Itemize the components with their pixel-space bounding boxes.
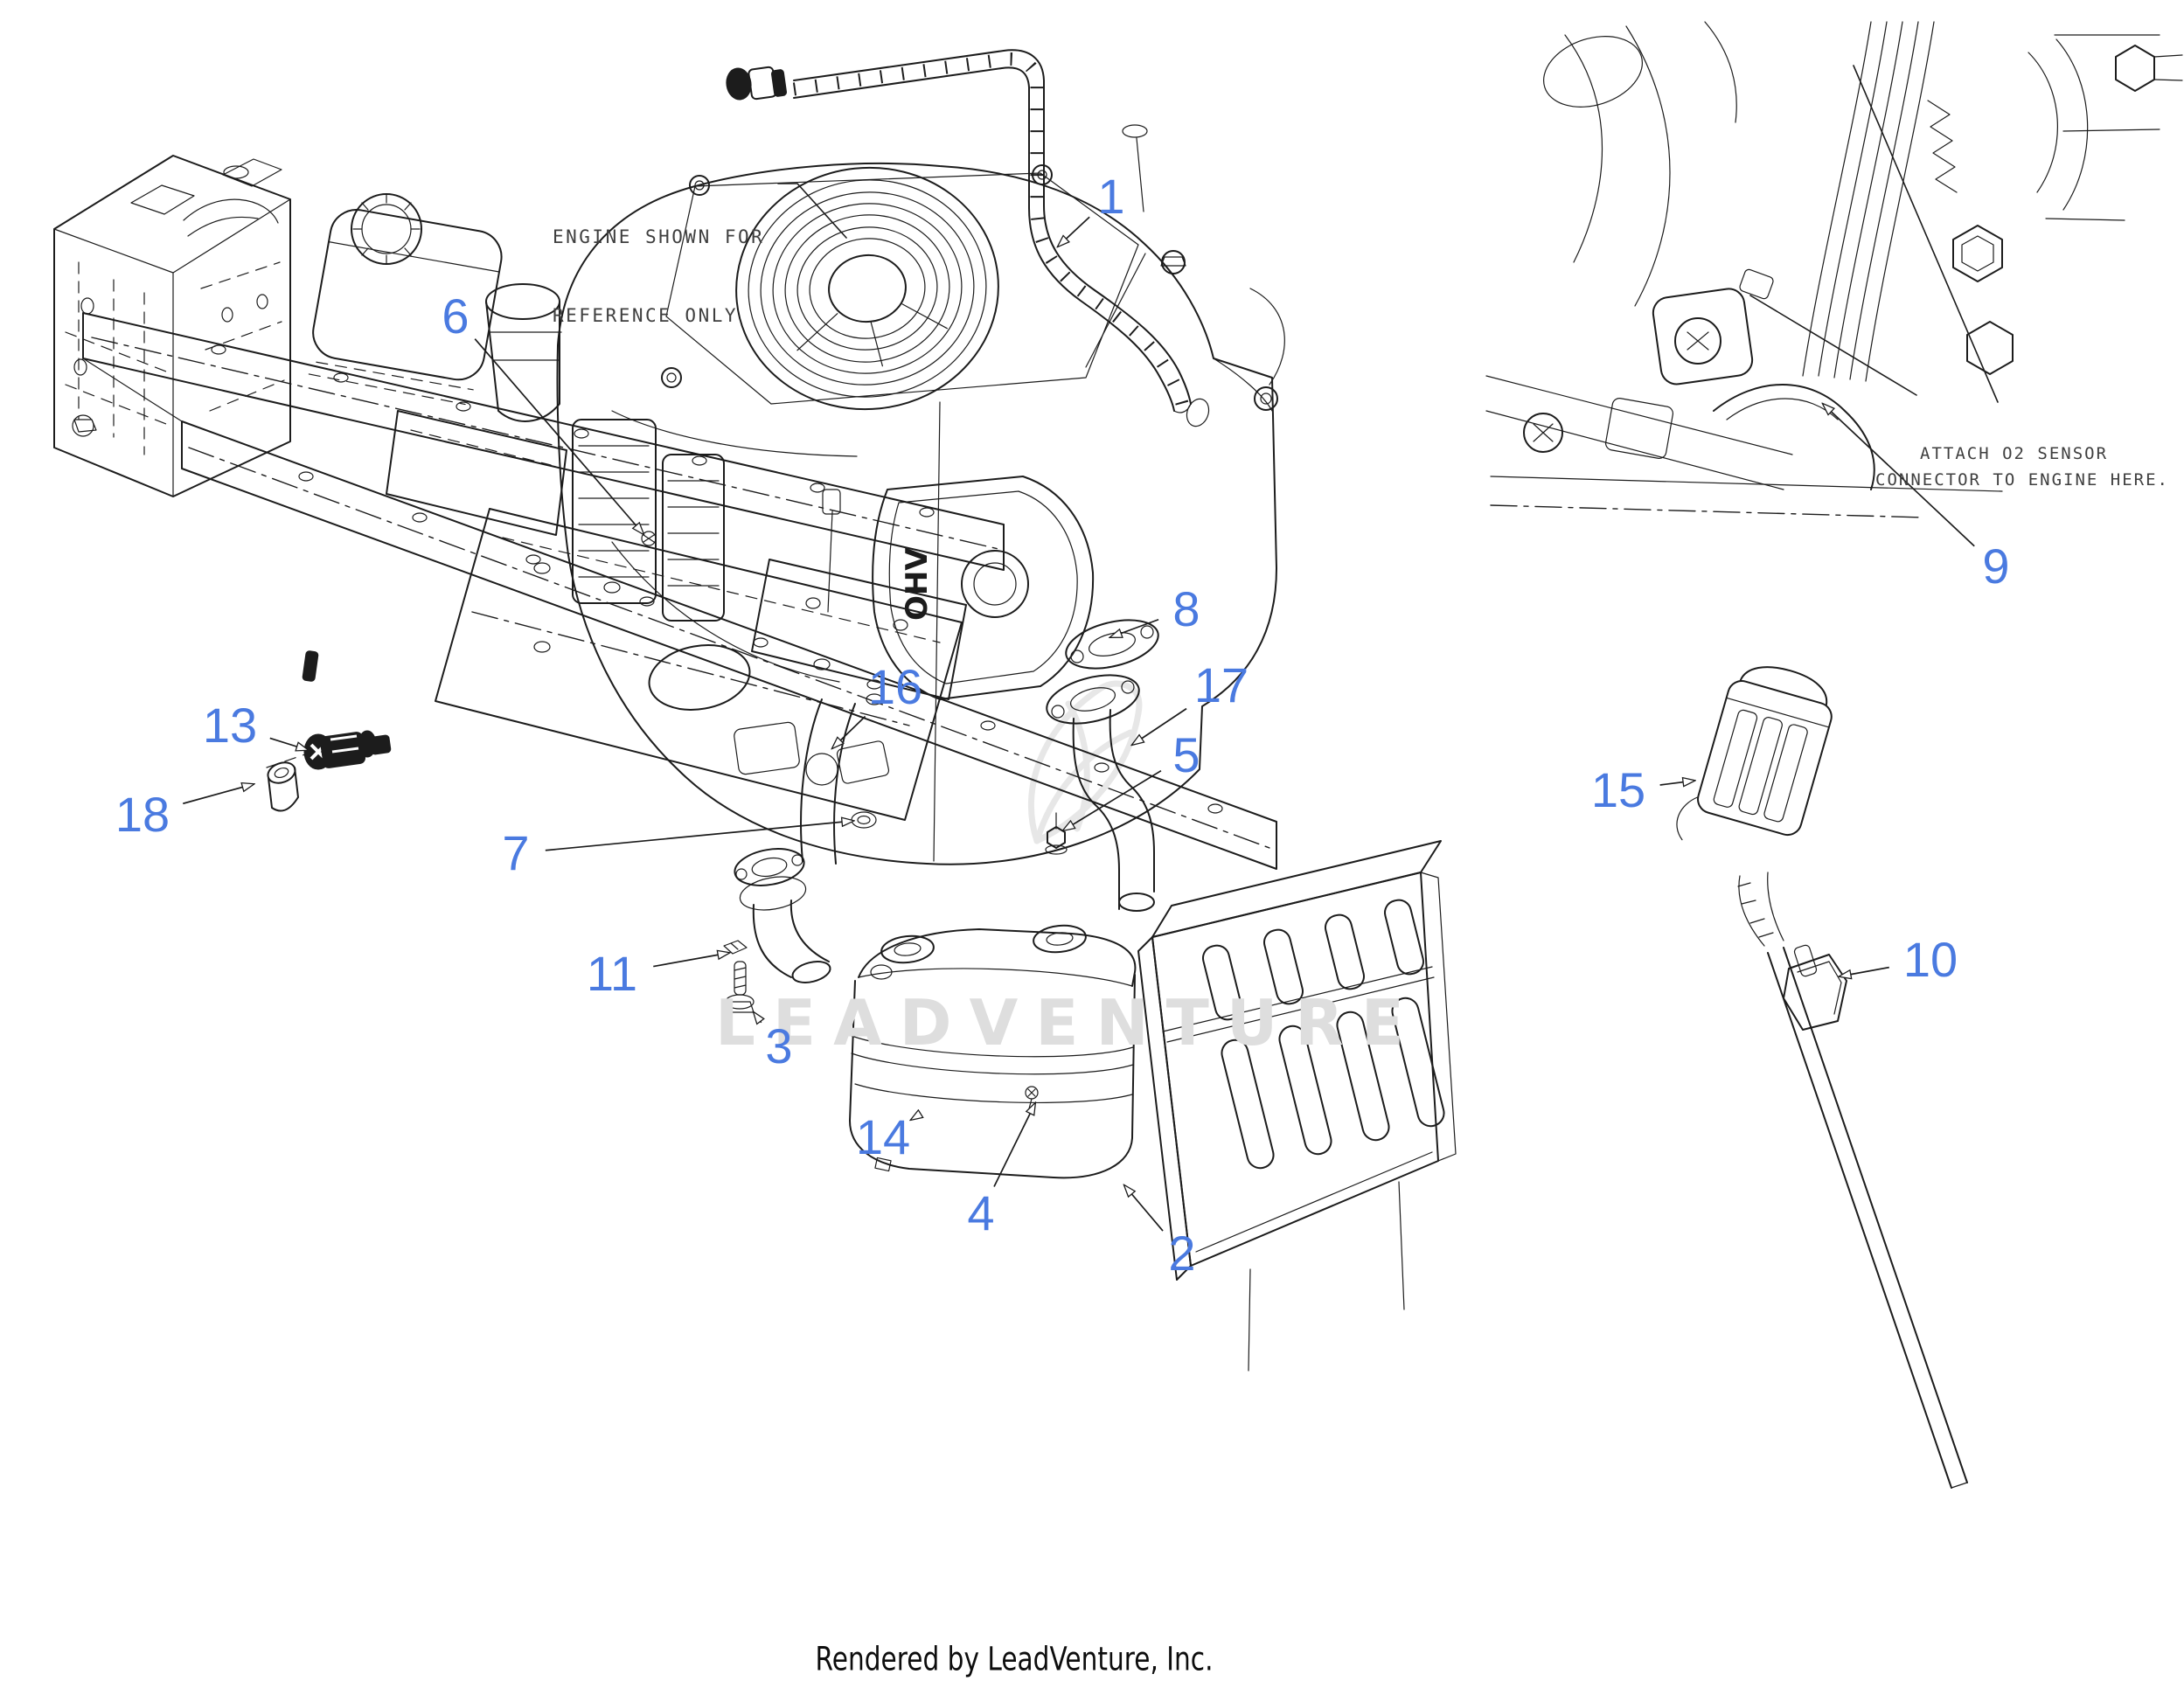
leader-line-2 (1124, 1185, 1164, 1232)
muffler (849, 924, 1137, 1179)
callout-15: 15 (1590, 762, 1646, 817)
callout-7: 7 (502, 825, 530, 880)
fuel-tank (308, 208, 503, 406)
callout-6: 6 (442, 288, 469, 344)
callout-14: 14 (855, 1109, 911, 1164)
engine-reference-note-line2: REFERENCE ONLY (553, 305, 739, 326)
leader-line-18 (183, 784, 254, 805)
cable-clip-part-10 (1783, 944, 1847, 1031)
leader-line-14 (911, 1115, 919, 1120)
battery-box (53, 155, 291, 497)
callout-9: 9 (1982, 538, 2010, 594)
callout-4: 4 (967, 1185, 995, 1240)
bolt-part-3 (725, 961, 755, 1013)
leader-line-4 (993, 1103, 1035, 1187)
tank-bolt-part-6-target (641, 531, 657, 546)
fuel-tank-cap (351, 193, 422, 265)
frame-rails (82, 312, 1277, 955)
leader-line-6 (474, 338, 643, 534)
exhaust-pipe-16 (734, 698, 856, 983)
o2-sensor-note-line1-wrap: ATTACH O2 SENSOR (1920, 388, 2108, 493)
leader-line-7 (545, 821, 853, 851)
leader-line-15 (1659, 781, 1694, 785)
callout-10: 10 (1902, 932, 1958, 987)
leader-line-3 (754, 1012, 762, 1023)
engine-reference-note: ENGINE SHOWN FOR REFERENCE ONLY (553, 171, 764, 355)
callout-leader-lines (183, 216, 1975, 1232)
o2-sensor-note-line1: ATTACH O2 SENSOR (1920, 444, 2109, 463)
callout-3: 3 (765, 1018, 793, 1073)
engine-reference-note-line1: ENGINE SHOWN FOR (553, 226, 765, 247)
engine: OHV (485, 124, 1285, 865)
leader-line-16 (832, 715, 866, 748)
footer-credit: Rendered by LeadVenture, Inc. (815, 1640, 1214, 1678)
leader-line-5 (1063, 769, 1162, 830)
leader-line-11 (653, 953, 729, 968)
leader-line-10 (1840, 966, 1889, 976)
bushing-part-18 (267, 761, 299, 812)
fuel-shutoff-part-13 (266, 730, 392, 770)
callout-16: 16 (867, 659, 923, 714)
callout-2: 2 (1168, 1226, 1196, 1281)
o2-sensor-note-line2-wrap: CONNECTOR TO ENGINE HERE. (1875, 414, 2169, 519)
o2-sensor-harness (1676, 666, 1968, 1489)
fuel-line (726, 49, 1210, 427)
callout-13: 13 (202, 698, 258, 753)
engine-logo: OHV (900, 547, 935, 621)
engine-note-leader (777, 183, 847, 239)
callout-18: 18 (115, 787, 170, 842)
callout-1: 1 (1097, 169, 1125, 224)
callout-8: 8 (1172, 581, 1200, 636)
annotation-leaders (777, 183, 1917, 396)
callout-11: 11 (586, 946, 638, 1001)
leader-line-1 (1058, 216, 1090, 247)
leader-line-17 (1132, 707, 1187, 745)
o2-note-leader (1749, 295, 1917, 396)
exhaust-gaskets-8-pipe-17 (1045, 619, 1159, 912)
callout-5: 5 (1172, 727, 1200, 782)
watermark-text: LEADVENTURE (715, 986, 1422, 1059)
leader-line-13 (269, 737, 308, 750)
leader-line-9 (1823, 404, 1975, 547)
leader-line-8 (1110, 618, 1159, 637)
heat-shield (1137, 840, 1457, 1372)
o2-sensor-note-line2: CONNECTOR TO ENGINE HERE. (1875, 470, 2169, 490)
inset-detail (1485, 21, 2183, 518)
callout-17: 17 (1193, 657, 1249, 712)
